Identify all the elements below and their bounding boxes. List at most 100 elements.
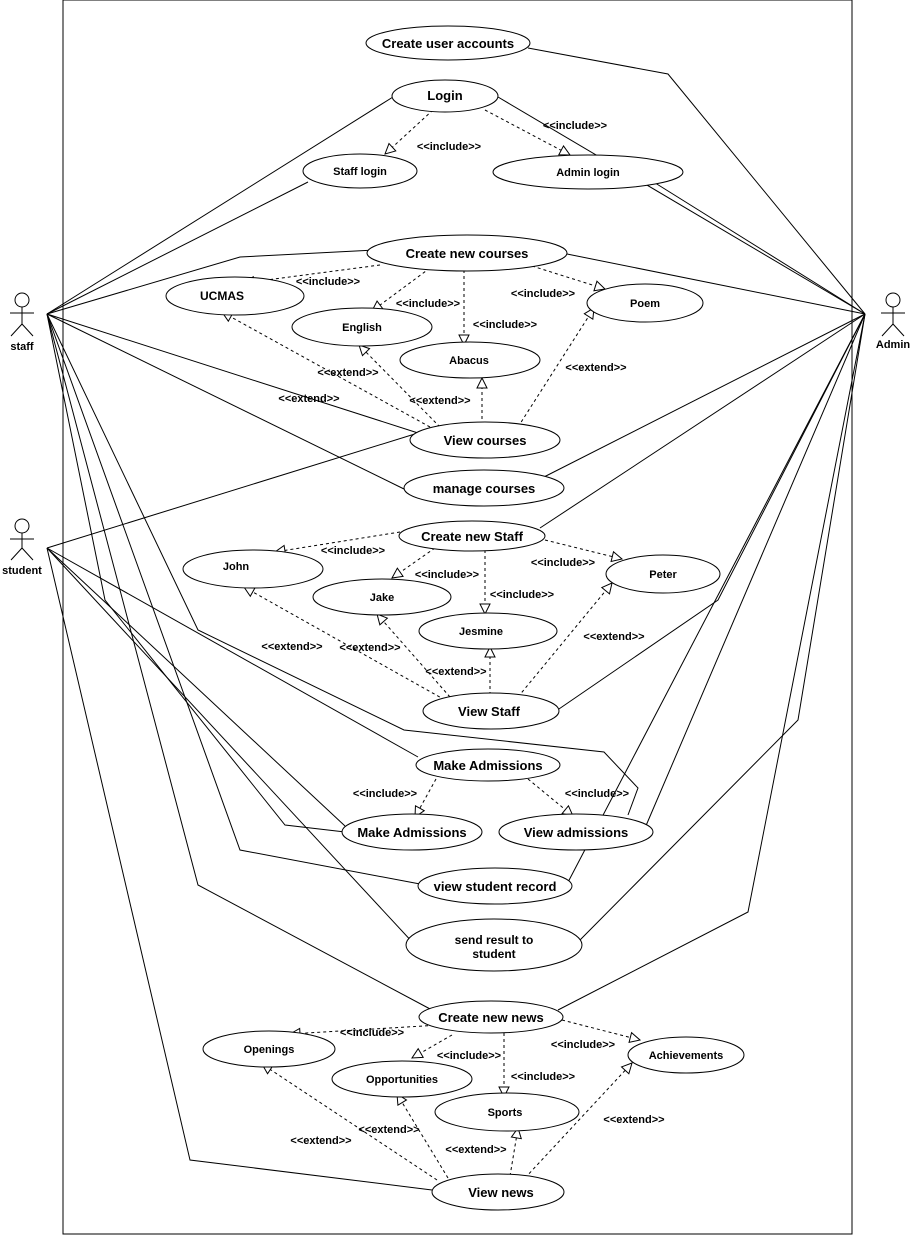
- uc-poem-label: Poem: [630, 298, 660, 310]
- extend-label: <<extend>>: [565, 362, 626, 374]
- uc-john-label: John: [223, 561, 250, 573]
- uc-manage-courses[interactable]: [403, 469, 565, 507]
- uc-abacus[interactable]: [399, 341, 541, 379]
- actor-head: [14, 292, 30, 308]
- uc-english[interactable]: [291, 307, 433, 347]
- include-label: <<include>>: [511, 1071, 575, 1083]
- uc-create-new-staff-label: Create new Staff: [421, 529, 524, 544]
- include-label: <<include>>: [511, 288, 575, 300]
- uc-make-admissions[interactable]: [341, 813, 483, 851]
- uc-create-new-news-label: Create new news: [438, 1010, 544, 1025]
- actor-staff: staff: [10, 292, 34, 353]
- extend-label: <<extend>>: [261, 641, 322, 653]
- uc-create-user-accounts-label: Create user accounts: [382, 36, 514, 51]
- actor-student: student: [2, 518, 42, 577]
- uc-create-new-news[interactable]: [418, 1000, 564, 1034]
- uc-send-result-label-line2: student: [472, 947, 515, 961]
- uc-poem[interactable]: [586, 283, 704, 323]
- uc-view-admissions-label: View admissions: [524, 825, 629, 840]
- uc-view-staff-label: View Staff: [458, 704, 521, 719]
- uc-john[interactable]: [182, 549, 324, 589]
- include-label: <<include>>: [340, 1027, 404, 1039]
- uc-view-staff[interactable]: [422, 692, 560, 730]
- uc-view-student-record-label: view student record: [434, 879, 557, 894]
- uc-opportunities[interactable]: [331, 1060, 473, 1098]
- include-label: <<include>>: [353, 788, 417, 800]
- uc-achievements[interactable]: [627, 1036, 745, 1074]
- actor-label-student: student: [2, 565, 42, 577]
- uc-view-news[interactable]: [431, 1173, 565, 1211]
- uc-staff-login[interactable]: [302, 153, 418, 189]
- include-label: <<include>>: [415, 569, 479, 581]
- include-label: <<include>>: [551, 1039, 615, 1051]
- actor-label-staff: staff: [10, 341, 34, 353]
- uc-ucmas[interactable]: [165, 276, 305, 316]
- uc-create-new-courses[interactable]: [366, 234, 568, 272]
- include-label: <<include>>: [565, 788, 629, 800]
- uc-view-news-label: View news: [468, 1185, 534, 1200]
- associations: [46, 47, 866, 1191]
- uc-sports[interactable]: [434, 1092, 580, 1132]
- uc-sports-label: Sports: [488, 1107, 523, 1119]
- uc-view-admissions[interactable]: [498, 813, 654, 851]
- uc-jesmine[interactable]: [418, 612, 558, 650]
- uc-openings[interactable]: [202, 1030, 336, 1068]
- extend-label: <<extend>>: [409, 395, 470, 407]
- uc-achievements-label: Achievements: [649, 1050, 724, 1062]
- uc-create-user-accounts[interactable]: [365, 25, 531, 61]
- actor-admin: Admin: [876, 292, 911, 351]
- include-label: <<include>>: [543, 120, 607, 132]
- use-case-labels: Create user accounts Login Staff login A…: [200, 36, 723, 1200]
- uc-view-courses[interactable]: [409, 421, 561, 459]
- include-label: <<include>>: [437, 1050, 501, 1062]
- uc-english-label: English: [342, 322, 382, 334]
- uc-view-student-record[interactable]: [417, 867, 573, 905]
- uc-send-result-label-line1: send result to: [455, 933, 534, 947]
- uc-opportunities-label: Opportunities: [366, 1074, 438, 1086]
- uc-admin-login-label: Admin login: [556, 167, 620, 179]
- include-label: <<include>>: [490, 589, 554, 601]
- extend-label: <<extend>>: [583, 631, 644, 643]
- use-cases: [165, 25, 745, 1211]
- extend-label: <<extend>>: [425, 666, 486, 678]
- uc-jake-label: Jake: [370, 592, 394, 604]
- include-label: <<include>>: [321, 545, 385, 557]
- uc-login[interactable]: [391, 79, 499, 113]
- actor-head: [14, 518, 30, 534]
- include-label: <<include>>: [296, 276, 360, 288]
- uc-login-label: Login: [427, 88, 462, 103]
- extend-label: <<extend>>: [445, 1144, 506, 1156]
- uc-jake[interactable]: [312, 578, 452, 616]
- uc-make-admissions-label: Make Admissions: [357, 825, 466, 840]
- extend-label: <<extend>>: [603, 1114, 664, 1126]
- uc-admin-login[interactable]: [492, 154, 684, 190]
- uc-peter[interactable]: [605, 554, 721, 594]
- include-label: <<include>>: [396, 298, 460, 310]
- uc-peter-label: Peter: [649, 569, 677, 581]
- include-label: <<include>>: [417, 141, 481, 153]
- dependencies: [222, 109, 640, 1181]
- uc-send-result[interactable]: [405, 918, 583, 972]
- actor-label-admin: Admin: [876, 339, 911, 351]
- uc-openings-label: Openings: [244, 1044, 295, 1056]
- extend-label: <<extend>>: [358, 1124, 419, 1136]
- uc-manage-courses-label: manage courses: [433, 481, 536, 496]
- uc-make-admissions-top[interactable]: [415, 748, 561, 782]
- uc-view-courses-label: View courses: [444, 433, 527, 448]
- extend-label: <<extend>>: [339, 642, 400, 654]
- extend-label: <<extend>>: [317, 367, 378, 379]
- relation-labels: <<include>> <<include>> <<include>> <<in…: [261, 120, 664, 1156]
- uc-abacus-label: Abacus: [449, 355, 489, 367]
- include-label: <<include>>: [531, 557, 595, 569]
- uc-make-admissions-top-label: Make Admissions: [433, 758, 542, 773]
- include-label: <<include>>: [473, 319, 537, 331]
- uc-jesmine-label: Jesmine: [459, 626, 503, 638]
- extend-label: <<extend>>: [278, 393, 339, 405]
- uc-staff-login-label: Staff login: [333, 166, 387, 178]
- uc-ucmas-label: UCMAS: [200, 289, 244, 303]
- extend-label: <<extend>>: [290, 1135, 351, 1147]
- actor-head: [885, 292, 901, 308]
- uc-create-new-courses-label: Create new courses: [406, 246, 529, 261]
- uc-create-new-staff[interactable]: [398, 520, 546, 552]
